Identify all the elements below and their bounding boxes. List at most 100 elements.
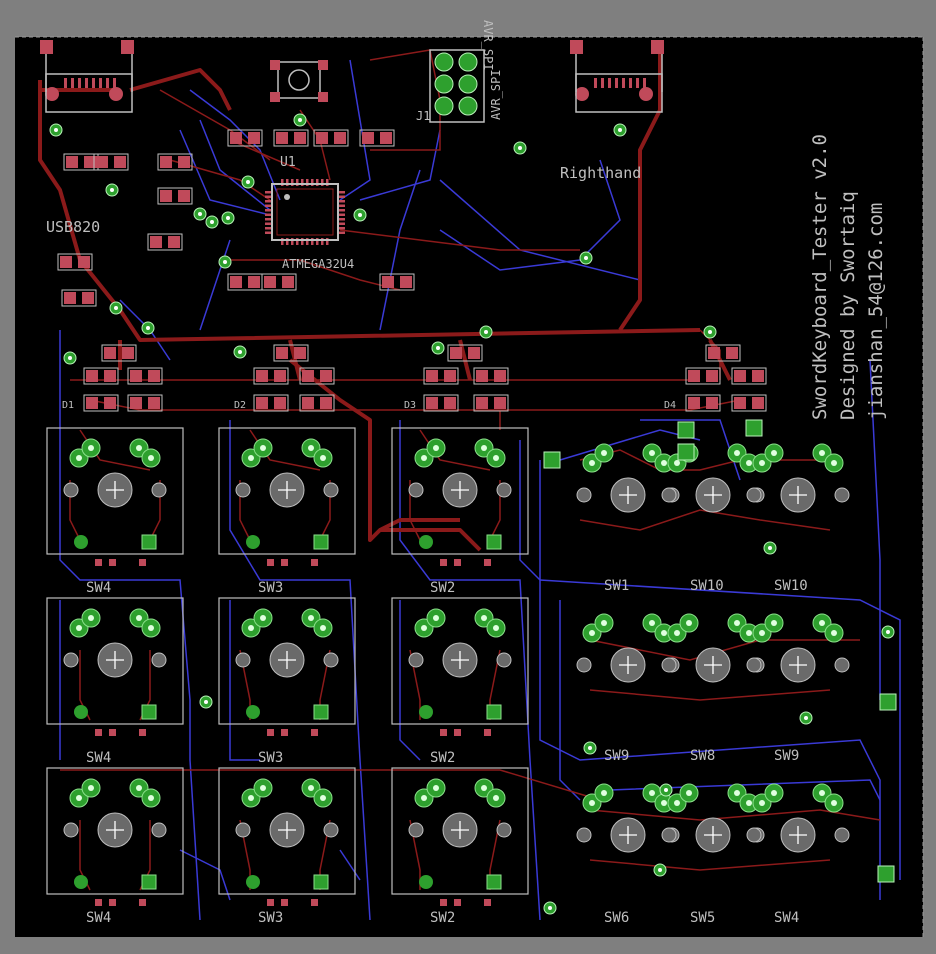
pad <box>380 132 392 144</box>
usb-connector-right[interactable] <box>570 40 664 113</box>
reset-button[interactable] <box>270 60 328 102</box>
pad <box>150 236 162 248</box>
smd-pad <box>109 559 116 566</box>
key-switch[interactable] <box>46 597 184 736</box>
mcu-chip[interactable] <box>271 183 339 241</box>
smd-component[interactable] <box>83 367 119 385</box>
key-switch[interactable] <box>576 783 680 853</box>
pad-drill <box>734 790 740 796</box>
center-mark-icon <box>106 821 124 839</box>
smd-component[interactable] <box>685 367 721 385</box>
smd-component[interactable] <box>93 153 129 171</box>
center-mark-icon <box>106 651 124 669</box>
header-pin[interactable] <box>434 74 454 94</box>
bottom-trace <box>229 600 260 761</box>
smd-component[interactable] <box>731 394 767 412</box>
smd-component[interactable] <box>299 394 335 412</box>
pad <box>86 370 98 382</box>
top-trace <box>249 429 321 471</box>
smd-component[interactable] <box>83 394 119 412</box>
led-pad-square <box>486 874 502 890</box>
header-pin[interactable] <box>434 52 454 72</box>
smd-component[interactable] <box>127 367 163 385</box>
square-pad[interactable] <box>543 451 561 469</box>
switch-label: SW1 <box>604 578 629 594</box>
via-drill <box>664 788 668 792</box>
pad-drill <box>493 625 499 631</box>
key-switch[interactable] <box>218 767 356 906</box>
switch-outline <box>218 767 356 895</box>
mount-hole <box>746 827 762 843</box>
key-switch[interactable] <box>218 597 356 736</box>
smd-component[interactable] <box>157 187 193 205</box>
square-pad[interactable] <box>745 419 763 437</box>
via-drill <box>68 356 72 360</box>
smd-component[interactable] <box>473 367 509 385</box>
header-pin[interactable] <box>434 96 454 116</box>
diode-label-d2: D2 <box>234 400 246 411</box>
smd-component[interactable] <box>253 394 289 412</box>
pad-drill <box>601 790 607 796</box>
pad-drill <box>661 800 667 806</box>
square-pad[interactable] <box>677 421 695 439</box>
center-mark-icon <box>789 486 807 504</box>
smd-component[interactable] <box>423 367 459 385</box>
smd-component[interactable] <box>157 153 193 171</box>
power-trace <box>129 68 232 111</box>
smd-component[interactable] <box>447 344 483 362</box>
smd-component[interactable] <box>313 129 349 147</box>
pad-drill <box>819 790 825 796</box>
smd-component[interactable] <box>705 344 741 362</box>
smd-component[interactable] <box>685 394 721 412</box>
smd-component[interactable] <box>423 394 459 412</box>
smd-component[interactable] <box>299 367 335 385</box>
component-outline <box>731 394 767 412</box>
smd-component[interactable] <box>57 253 93 271</box>
avr-spi-header[interactable] <box>429 49 485 123</box>
bottom-trace <box>609 779 881 801</box>
square-pad[interactable] <box>677 443 695 461</box>
smd-component[interactable] <box>147 233 183 251</box>
pad-drill <box>88 785 94 791</box>
key-switch[interactable] <box>46 767 184 906</box>
smd-component[interactable] <box>379 273 415 291</box>
square-pad[interactable] <box>879 693 897 711</box>
key-switch[interactable] <box>218 427 356 566</box>
key-switch[interactable] <box>391 597 529 736</box>
key-switch[interactable] <box>46 427 184 566</box>
smd-component[interactable] <box>731 367 767 385</box>
smd-component[interactable] <box>253 367 289 385</box>
header-pin[interactable] <box>458 52 478 72</box>
top-trace <box>419 429 491 471</box>
key-switch[interactable] <box>391 767 529 906</box>
smd-component[interactable] <box>61 289 97 307</box>
pad <box>230 132 242 144</box>
key-switch[interactable] <box>746 613 850 683</box>
smd-pad <box>454 559 461 566</box>
component-outline <box>685 394 721 412</box>
led-pad-square <box>141 704 157 720</box>
pad-drill <box>88 445 94 451</box>
usb-connector-left[interactable] <box>40 40 134 113</box>
smd-component[interactable] <box>359 129 395 147</box>
smd-component[interactable] <box>273 344 309 362</box>
smd-component[interactable] <box>473 394 509 412</box>
key-switch[interactable] <box>391 427 529 566</box>
mcu-pin <box>337 191 345 194</box>
header-pin[interactable] <box>458 96 478 116</box>
pad-drill <box>76 625 82 631</box>
bottom-trace <box>229 420 371 921</box>
pad <box>320 370 332 382</box>
key-switch[interactable] <box>661 613 765 683</box>
square-pad[interactable] <box>877 865 895 883</box>
smd-pad <box>311 559 318 566</box>
switch-label: SW3 <box>258 750 283 766</box>
key-switch[interactable] <box>746 783 850 853</box>
smd-component[interactable] <box>127 394 163 412</box>
smd-component[interactable] <box>101 344 137 362</box>
smd-component[interactable] <box>227 129 263 147</box>
header-pin[interactable] <box>458 74 478 94</box>
smd-component[interactable] <box>261 273 297 291</box>
key-switch[interactable] <box>746 443 850 513</box>
smd-component[interactable] <box>273 129 309 147</box>
